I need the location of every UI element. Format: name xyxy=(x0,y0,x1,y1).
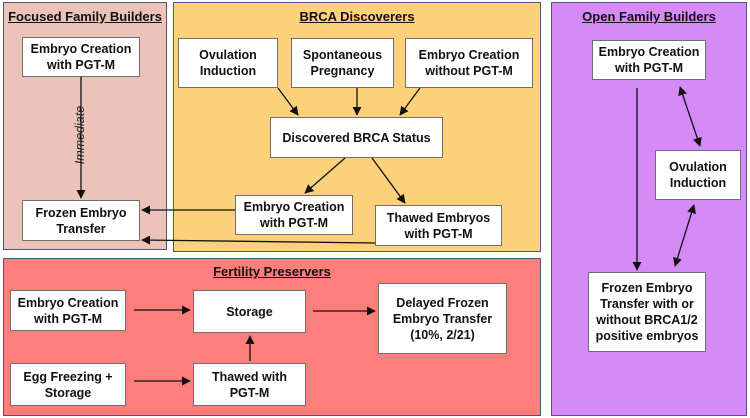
node-bd-spontaneous-pregnancy-line: Spontaneous xyxy=(302,48,383,62)
node-fp-egg-freezing-line: Egg Freezing + xyxy=(23,369,113,384)
node-bd-thawed-embryos-line: Thawed Embryos xyxy=(386,210,491,225)
node-ff-embryo-creation-line: with PGT-M xyxy=(46,58,116,72)
panel-title-brca: BRCA Discoverers xyxy=(299,9,415,24)
node-bd-ovulation-induction-line: Induction xyxy=(199,64,257,78)
node-of-ovulation-induction-line: Induction xyxy=(669,176,727,190)
node-bd-embryo-without-pgtm: Embryo Creation without PGT-M xyxy=(405,38,533,88)
panel-title-focused: Focused Family Builders xyxy=(8,9,162,24)
node-fp-delayed-transfer-line: Embryo Transfer xyxy=(392,311,493,326)
node-ff-embryo-creation-line: Embryo Creation xyxy=(30,42,132,56)
node-fp-thawed-line: Thawed with xyxy=(212,369,287,384)
node-bd-embryo-with-pgtm: Embryo Creation with PGT-M xyxy=(235,195,353,235)
node-bd-thawed-embryos-line: with PGT-M xyxy=(404,226,473,241)
node-fp-delayed-transfer-line: (10%, 2/21) xyxy=(410,327,475,342)
node-of-embryo-creation: Embryo Creation with PGT-M xyxy=(592,40,706,80)
node-fp-thawed-line: PGT-M xyxy=(229,385,270,400)
node-bd-embryo-with-pgtm-line: Embryo Creation xyxy=(243,200,345,214)
node-ff-embryo-creation: Embryo Creation with PGT-M xyxy=(22,37,140,77)
node-bd-embryo-without-pgtm-line: without PGT-M xyxy=(425,64,513,78)
node-bd-discovered-brca: Discovered BRCA Status xyxy=(270,117,443,158)
edge-label-immediate: Immediate xyxy=(73,105,87,165)
panel-title-open: Open Family Builders xyxy=(582,9,716,24)
panel-title-fertility: Fertility Preservers xyxy=(213,264,331,279)
node-of-embryo-creation-line: Embryo Creation xyxy=(598,45,700,59)
node-bd-ovulation-induction-line: Ovulation xyxy=(199,48,257,62)
node-ff-frozen-transfer-line: Frozen Embryo xyxy=(35,205,127,220)
node-ff-frozen-transfer-line: Transfer xyxy=(56,221,106,236)
node-fp-egg-freezing: Egg Freezing +Storage xyxy=(10,363,126,406)
node-fp-egg-freezing-line: Storage xyxy=(44,385,92,400)
node-fp-delayed-transfer-line: Delayed Frozen xyxy=(396,295,489,310)
node-of-frozen-transfer-line: without BRCA1/2 xyxy=(596,313,698,327)
node-fp-embryo-creation-line: with PGT-M xyxy=(33,311,103,326)
node-of-frozen-transfer-line: Transfer with or xyxy=(600,297,694,311)
node-bd-embryo-without-pgtm-line: Embryo Creation xyxy=(418,48,520,62)
node-bd-discovered-brca-line: Discovered BRCA Status xyxy=(282,130,431,145)
node-bd-spontaneous-pregnancy-line: Pregnancy xyxy=(310,64,375,78)
node-fp-storage: Storage xyxy=(193,290,306,333)
node-fp-storage-line: Storage xyxy=(226,304,273,319)
node-of-frozen-transfer-line: positive embryos xyxy=(595,329,699,343)
node-fp-embryo-creation-line: Embryo Creation xyxy=(17,295,119,310)
node-of-frozen-transfer-line: Frozen Embryo xyxy=(601,281,693,295)
node-of-ovulation-induction-line: Ovulation xyxy=(669,160,727,174)
node-bd-embryo-with-pgtm-line: with PGT-M xyxy=(259,216,329,230)
node-of-embryo-creation-line: with PGT-M xyxy=(614,61,684,75)
